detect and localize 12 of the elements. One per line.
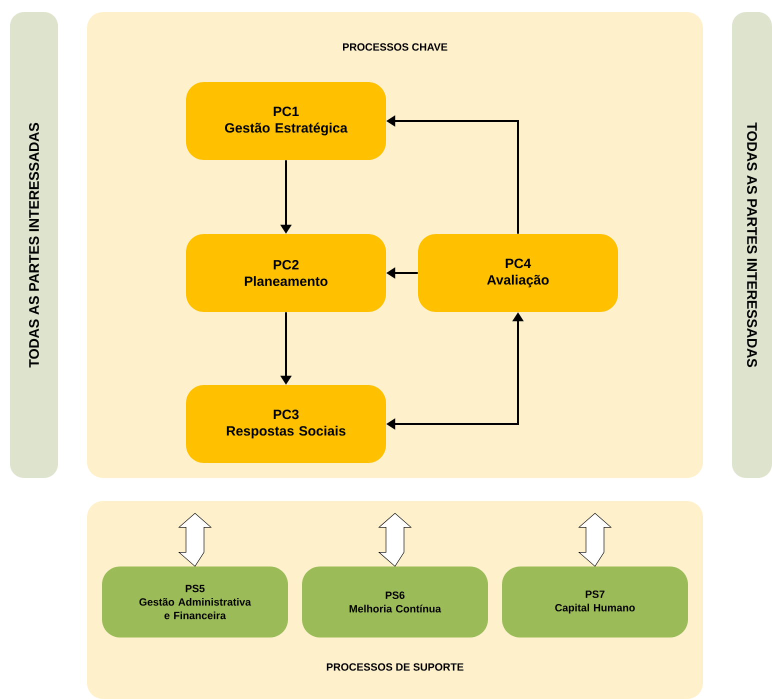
double-arrow	[178, 512, 212, 567]
double-arrow	[578, 512, 612, 567]
process-box: PS6 Melhoria Contínua	[302, 566, 488, 638]
process-box: PC2 Planeamento	[186, 234, 386, 312]
process-box: PC3 Respostas Sociais	[186, 385, 386, 463]
double-arrow	[378, 512, 412, 567]
process-box: PS7 Capital Humano	[502, 566, 688, 638]
side-band: TODAS AS PARTES INTERESSADAS	[732, 12, 772, 478]
side-band: TODAS AS PARTES INTERESSADAS	[10, 12, 58, 478]
process-box: PC1 Gestão Estratégica	[186, 82, 386, 160]
process-box: PS5 Gestão Administrativa e Financeira	[102, 566, 288, 638]
process-box: PC4 Avaliação	[418, 234, 618, 312]
